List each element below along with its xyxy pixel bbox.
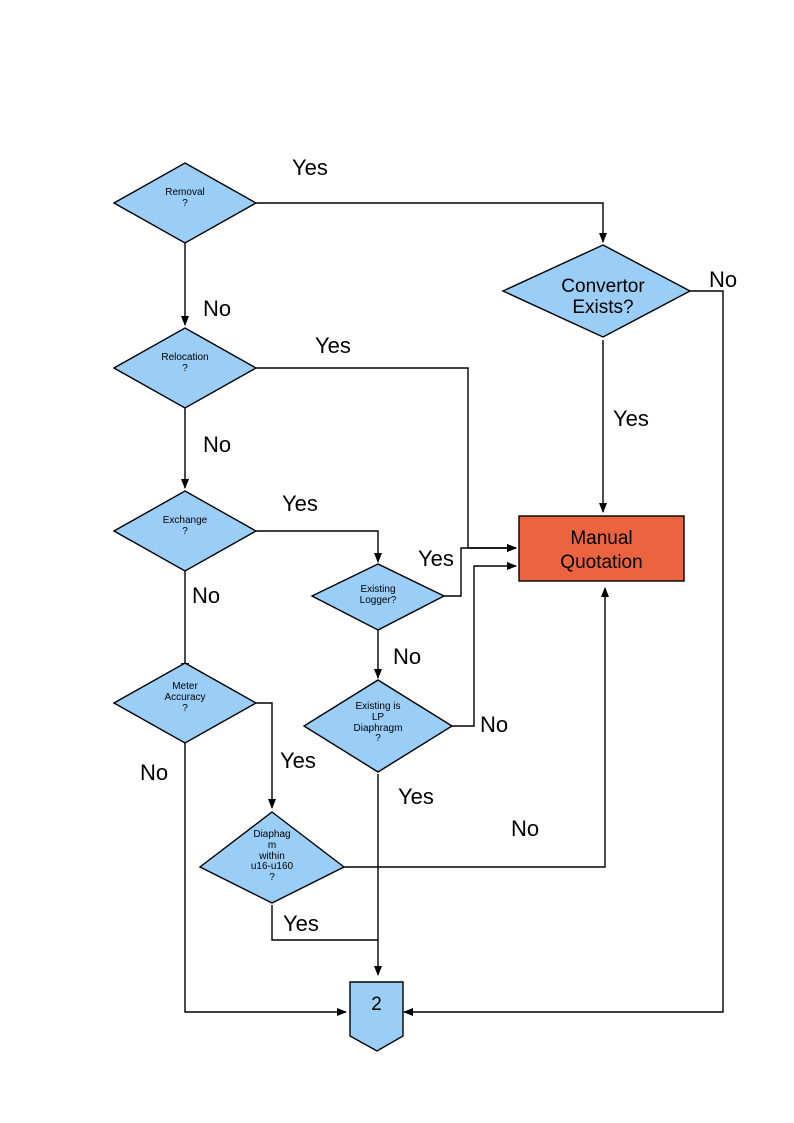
edge-label-convertor-yes: Yes xyxy=(613,406,649,431)
edge-label-existing-logger-no: No xyxy=(393,644,422,669)
edge-label-diaphagm-no: No xyxy=(511,816,540,841)
edge-label-exchange-yes: Yes xyxy=(282,491,318,516)
edge-meter-accuracy-no xyxy=(184,735,347,1016)
edge-diaphagm-yes xyxy=(271,905,378,941)
edge-label-existing-lp-no: No xyxy=(480,712,509,737)
edge-relocation-yes xyxy=(256,367,517,552)
node-relocation[interactable] xyxy=(112,327,258,409)
node-exchange[interactable] xyxy=(112,490,258,572)
node-convertor-exists[interactable] xyxy=(501,244,692,338)
node-removal[interactable] xyxy=(112,162,258,244)
node-diaphagm-within-range[interactable] xyxy=(198,811,346,904)
edge-label-existing-lp-yes: Yes xyxy=(398,784,434,809)
edge-label-removal-yes: Yes xyxy=(292,155,328,180)
node-existing-lp-diaphragm[interactable] xyxy=(302,679,454,773)
edge-meter-accuracy-yes xyxy=(256,702,276,809)
edge-label-relocation-yes: Yes xyxy=(315,333,351,358)
node-manual-quotation[interactable] xyxy=(518,515,685,582)
edge-label-meter-accuracy-no: No xyxy=(140,760,169,785)
edge-label-relocation-no: No xyxy=(203,432,232,457)
edge-label-convertor-no: No xyxy=(709,267,738,292)
edge-label-existing-logger-yes: Yes xyxy=(418,546,454,571)
edge-existing-lp-no xyxy=(452,562,517,727)
edge-convertor-no xyxy=(403,290,724,1016)
edge-group xyxy=(181,202,724,1016)
node-connector-2[interactable] xyxy=(349,981,404,1052)
edge-removal-yes xyxy=(256,202,607,243)
edge-label-diaphagm-yes: Yes xyxy=(283,911,319,936)
edge-label-exchange-no: No xyxy=(192,583,221,608)
edge-diaphagm-no xyxy=(344,587,609,868)
node-existing-logger[interactable] xyxy=(310,563,446,631)
edge-label-removal-no: No xyxy=(203,296,232,321)
edge-existing-logger-yes xyxy=(444,544,517,597)
edge-exchange-yes xyxy=(256,530,382,563)
node-meter-accuracy[interactable] xyxy=(112,662,258,744)
edge-label-meter-accuracy-yes: Yes xyxy=(280,748,316,773)
